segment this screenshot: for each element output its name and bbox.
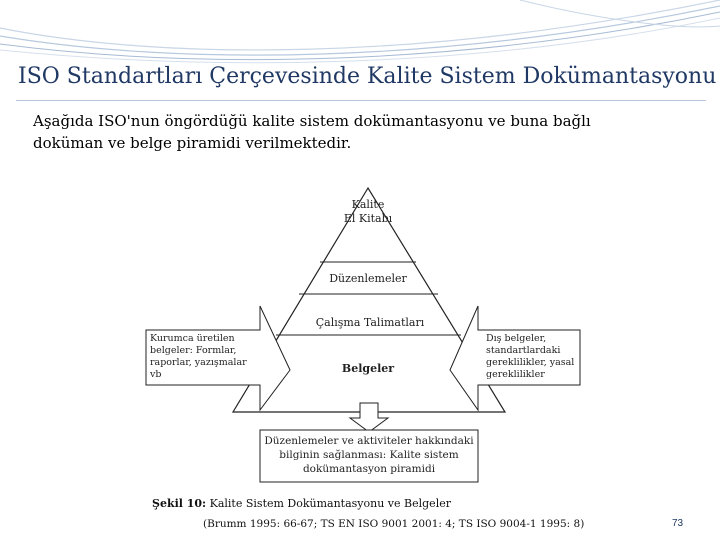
left-box-line-1: Kurumca üretilen — [150, 333, 235, 344]
level-quality-manual-line-1: Kalite — [351, 198, 385, 211]
title-divider — [16, 100, 706, 101]
slide-title: ISO Standartları Çerçevesinde Kalite Sis… — [18, 64, 717, 89]
right-box-line-3: gereklilikler, yasal — [486, 357, 575, 368]
level-work-instructions: Çalışma Talimatları — [315, 316, 425, 329]
right-arrow-shape — [449, 305, 581, 412]
figure-caption-text: Kalite Sistem Dokümantasyonu ve Belgeler — [209, 497, 451, 510]
bottom-box-line-2: bilginin sağlanması: Kalite sistem — [279, 449, 459, 461]
slide-body: Aşağıda ISO'nun öngördüğü kalite sistem … — [33, 110, 633, 154]
left-box-line-3: raporlar, yazışmalar — [150, 357, 247, 368]
figure-source: (Brumm 1995: 66-67; TS EN ISO 9001 2001:… — [203, 518, 585, 530]
right-box-line-2: standartlardaki — [486, 345, 561, 356]
page-number: 73 — [672, 518, 684, 529]
right-box-line-4: gereklilikler — [486, 369, 545, 380]
level-documents: Belgeler — [341, 362, 395, 375]
bottom-box-text: Düzenlemeler ve aktiviteler hakkındaki b… — [262, 434, 476, 476]
right-box-line-1: Dış belgeler, — [486, 333, 547, 344]
level-quality-manual: Kalite El Kitabı — [328, 198, 408, 226]
down-arrow-shape — [348, 402, 390, 433]
body-line-2: doküman ve belge piramidi verilmektedir. — [33, 134, 352, 152]
level-quality-manual-line-2: El Kitabı — [343, 212, 393, 225]
right-box-text: Dış belgeler, standartlardaki gereklilik… — [486, 333, 578, 381]
level-regulations: Düzenlemeler — [329, 272, 407, 285]
bottom-box — [259, 429, 479, 483]
left-box-line-4: vb — [150, 369, 162, 380]
left-arrow-shape — [145, 305, 291, 412]
left-box-text: Kurumca üretilen belgeler: Formlar, rapo… — [150, 333, 260, 381]
header-swoosh — [0, 0, 720, 64]
bottom-box-line-1: Düzenlemeler ve aktiviteler hakkındaki — [264, 435, 474, 447]
figure-caption: Şekil 10: Kalite Sistem Dokümantasyonu v… — [152, 497, 451, 510]
left-box-line-2: belgeler: Formlar, — [150, 345, 237, 356]
bottom-box-line-3: dokümantasyon piramidi — [302, 463, 436, 475]
figure-caption-label: Şekil 10: — [152, 497, 207, 510]
body-line-1: Aşağıda ISO'nun öngördüğü kalite sistem … — [33, 112, 591, 130]
